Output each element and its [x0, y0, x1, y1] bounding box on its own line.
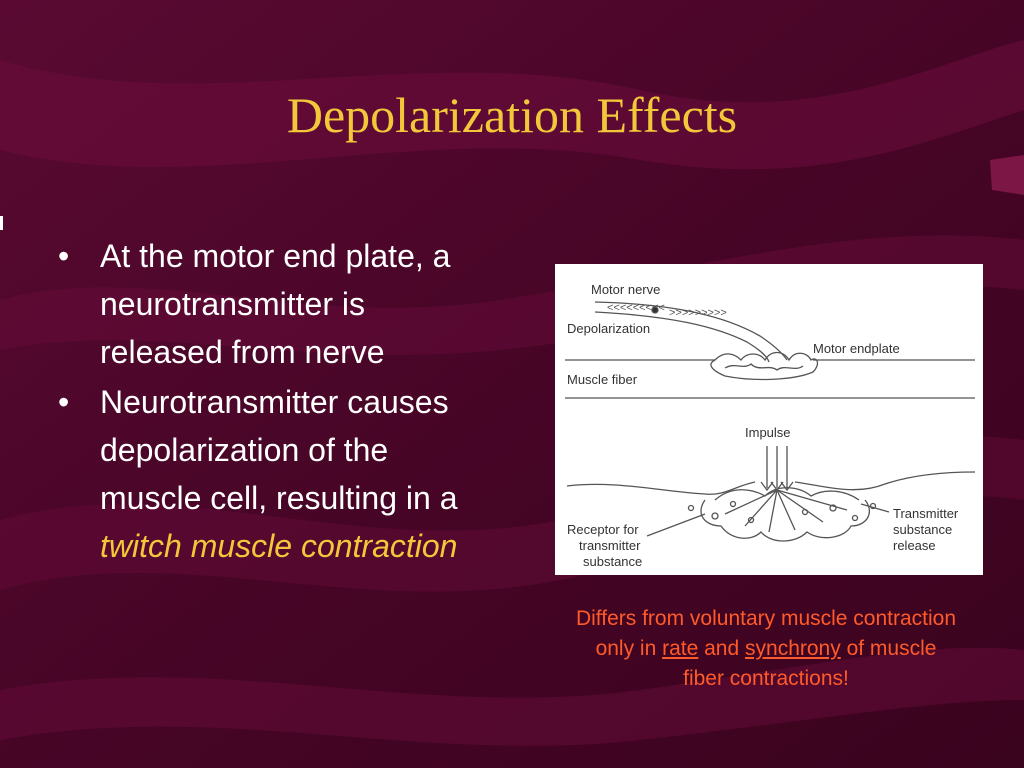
label-transmitter-1: Transmitter [893, 506, 959, 521]
bullet-list: • At the motor end plate, a neurotransmi… [56, 232, 496, 572]
figure-caption: Differs from voluntary muscle contractio… [528, 604, 1004, 694]
bullet-emphasis: twitch muscle contraction [100, 528, 458, 564]
caption-text: of muscle [840, 637, 937, 660]
slide-title: Depolarization Effects [286, 87, 738, 143]
bullet-text: At the motor end plate, a neurotransmitt… [100, 238, 451, 370]
lower-diagram [566, 446, 976, 542]
label-impulse: Impulse [745, 425, 791, 440]
bullet-text: Neurotransmitter causes depolarization o… [100, 384, 458, 516]
label-motor-endplate: Motor endplate [813, 341, 900, 356]
label-receptor-2: transmitter [579, 538, 641, 553]
label-receptor-3: substance [583, 554, 642, 569]
edge-mark [0, 216, 3, 230]
caption-line-2: only in rate and synchrony of muscle [528, 634, 1004, 664]
label-motor-nerve: Motor nerve [591, 282, 660, 297]
label-muscle-fiber: Muscle fiber [567, 372, 638, 387]
caption-line-3: fiber contractions! [683, 667, 849, 690]
svg-text:<<<<<<<<<: <<<<<<<<< [607, 302, 665, 314]
upper-diagram: <<<<<<<<< >>>>>>>>> [565, 301, 975, 399]
caption-synchrony: synchrony [745, 637, 841, 660]
caption-text: and [698, 637, 746, 660]
bullet-item: • At the motor end plate, a neurotransmi… [56, 232, 496, 376]
caption-text: only in [595, 637, 663, 660]
bullet-symbol: • [58, 238, 70, 274]
caption-line-1: Differs from voluntary muscle contractio… [575, 607, 957, 630]
label-transmitter-2: substance [893, 522, 952, 537]
bullet-item: • Neurotransmitter causes depolarization… [56, 378, 496, 570]
caption-rate: rate [662, 637, 699, 660]
bullet-symbol: • [58, 384, 70, 420]
label-transmitter-3: release [893, 538, 936, 553]
label-receptor-1: Receptor for [567, 522, 639, 537]
label-depolarization: Depolarization [567, 321, 650, 336]
svg-text:>>>>>>>>>: >>>>>>>>> [669, 307, 727, 319]
motor-endplate-diagram: Motor nerve Depolarization Motor endplat… [555, 264, 983, 575]
